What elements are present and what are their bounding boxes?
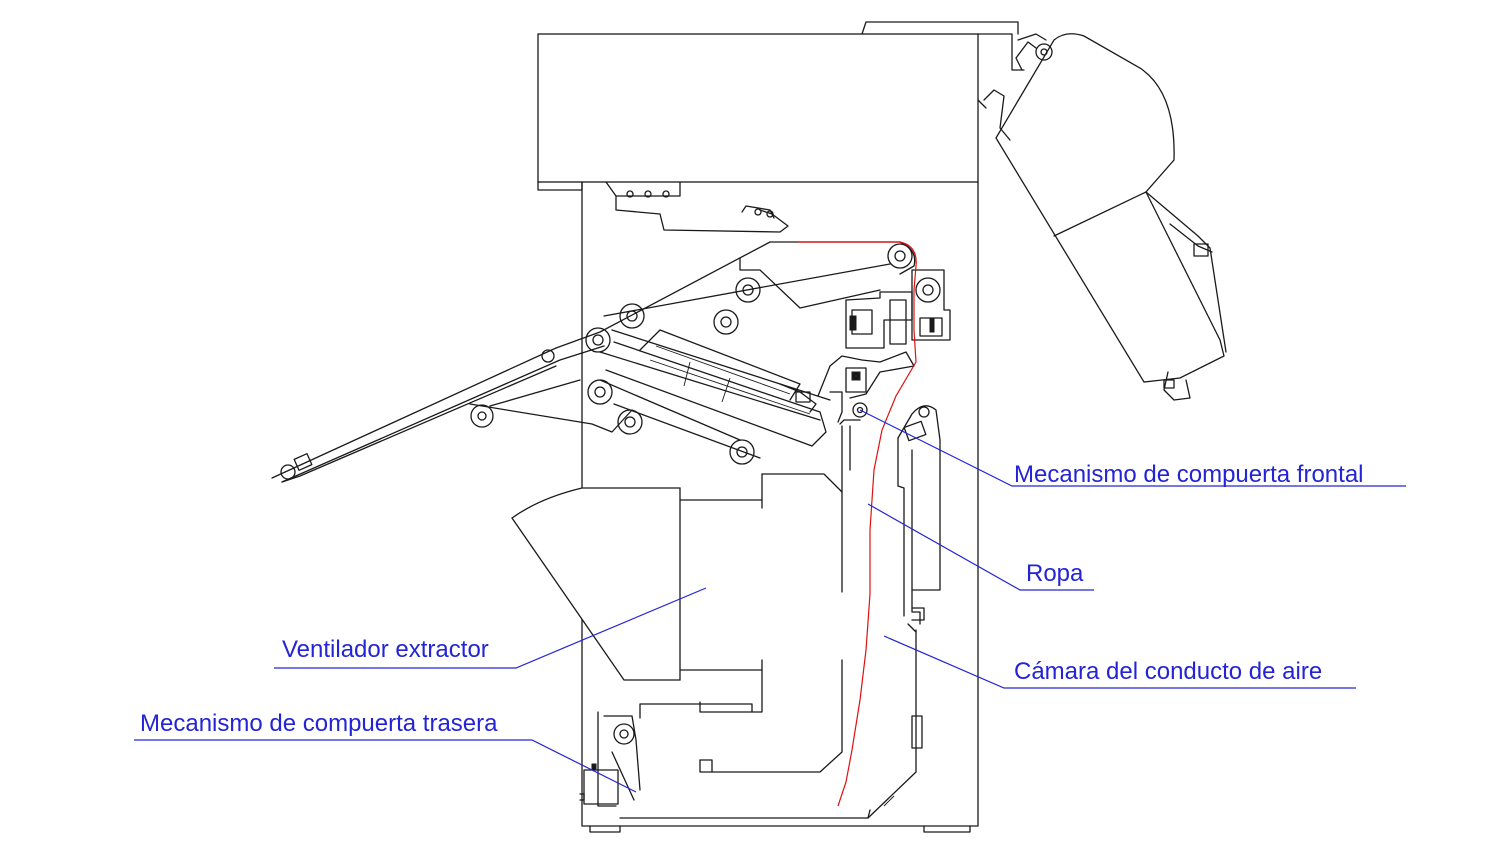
rear-gate-mechanism xyxy=(579,711,641,807)
exhaust-fan-label: Ventilador extractor xyxy=(282,636,489,663)
upper-bracket xyxy=(605,181,789,233)
clothes-label: Ropa xyxy=(1026,560,1084,587)
side-hopper xyxy=(977,33,1227,401)
front-gate-leader xyxy=(859,409,1406,487)
leader-lines xyxy=(134,409,1406,793)
clothes-path-line xyxy=(798,241,917,807)
air-duct-leader xyxy=(883,635,1356,689)
top-housing xyxy=(537,21,1025,191)
duct-walls xyxy=(619,425,917,819)
air-duct-label: Cámara del conducto de aire xyxy=(1014,658,1322,685)
infeed-arm xyxy=(271,241,916,483)
exhaust-fan xyxy=(511,487,681,681)
air-duct-chamber xyxy=(897,405,941,749)
clothes-leader xyxy=(867,503,1094,591)
exhaust-fan-leader xyxy=(274,587,707,669)
front-gate-mechanism xyxy=(817,269,951,425)
rear-gate-leader xyxy=(134,739,637,793)
labels: Mecanismo de compuerta frontal Ropa Vent… xyxy=(140,461,1364,737)
front-gate-label: Mecanismo de compuerta frontal xyxy=(1014,461,1364,488)
rear-gate-label: Mecanismo de compuerta trasera xyxy=(140,710,498,737)
